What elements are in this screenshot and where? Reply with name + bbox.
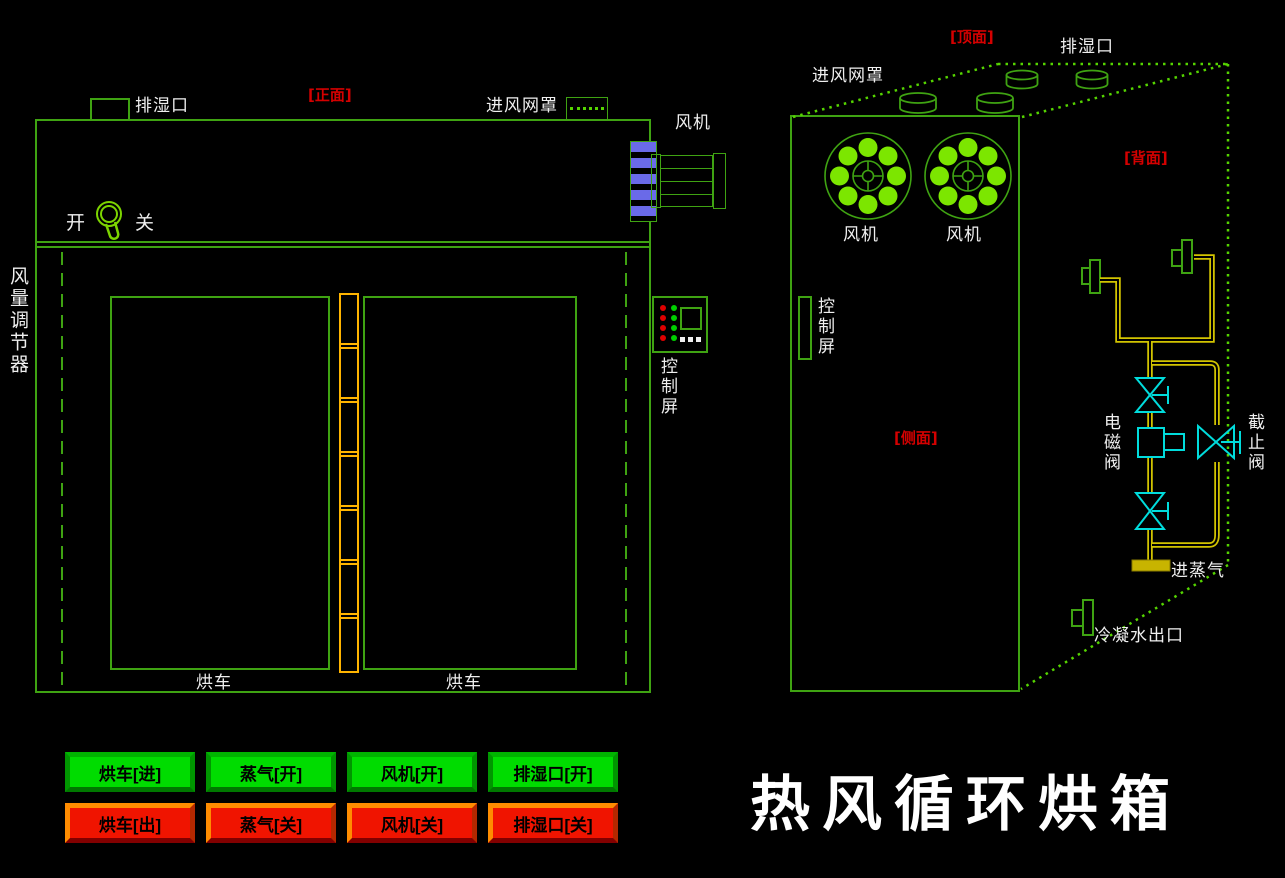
air-regulator-line-left xyxy=(61,252,63,690)
cart-left-label: 烘车 xyxy=(196,673,232,693)
steam-inlet-label: 进蒸气 xyxy=(1171,561,1225,581)
control-panel xyxy=(652,296,708,353)
top-view-label: [顶面] xyxy=(950,28,994,46)
front-inlet-mesh-box xyxy=(566,97,608,120)
panel-display xyxy=(680,307,702,330)
air-regulator-label: 风量调节器 xyxy=(7,266,29,376)
fan-off-button[interactable]: 风机[关] xyxy=(346,802,478,844)
rail-rung xyxy=(341,505,357,511)
panel-key xyxy=(680,337,685,342)
solenoid-valve-icon xyxy=(1133,377,1185,530)
side-panel xyxy=(790,115,1020,692)
front-view-label: [正面] xyxy=(308,86,352,104)
indicator-green xyxy=(671,315,677,321)
persp-inlet-mesh-label: 进风网罩 xyxy=(812,66,884,86)
front-exhaust-duct xyxy=(90,98,130,121)
exhaust-open-button[interactable]: 排湿口[开] xyxy=(487,751,619,793)
indicator-red xyxy=(660,315,666,321)
steam-on-button[interactable]: 蒸气[开] xyxy=(205,751,337,793)
front-exhaust-label: 排湿口 xyxy=(135,96,189,116)
indicator-red xyxy=(660,335,666,341)
steam-inlet-flange xyxy=(1131,559,1171,572)
switch-close-label: 关 xyxy=(135,212,156,234)
rail-rung xyxy=(341,397,357,403)
stop-valve-label: 截止阀 xyxy=(1244,413,1264,473)
indicator-green xyxy=(671,325,677,331)
persp-exhaust-label: 排湿口 xyxy=(1060,37,1114,57)
solenoid-valve-label: 电磁阀 xyxy=(1100,413,1120,473)
cart-in-button[interactable]: 烘车[进] xyxy=(64,751,196,793)
indicator-green xyxy=(671,305,677,311)
motor-body xyxy=(660,155,713,207)
front-inlet-mesh-label: 进风网罩 xyxy=(486,96,558,116)
front-fan-label: 风机 xyxy=(675,113,711,133)
rail-rung xyxy=(341,613,357,619)
motor-end-cap xyxy=(713,153,726,209)
switch-open-label: 开 xyxy=(66,212,87,234)
cart-right-label: 烘车 xyxy=(446,673,482,693)
cart-door-right xyxy=(363,296,577,670)
persp-fan-left-label: 风机 xyxy=(843,225,879,245)
front-control-screen-label: 控制屏 xyxy=(657,357,677,417)
panel-key xyxy=(696,337,701,342)
steam-pipes xyxy=(1100,254,1220,560)
header-divider xyxy=(35,241,651,248)
exhaust-close-button[interactable]: 排湿口[关] xyxy=(487,802,619,844)
persp-fan-right-label: 风机 xyxy=(946,225,982,245)
condensate-fitting-icon xyxy=(1071,599,1094,636)
exhaust-cylinder-icon xyxy=(899,69,1109,114)
back-view-label: [背面] xyxy=(1124,149,1168,167)
center-rail xyxy=(339,293,359,673)
indicator-red xyxy=(660,305,666,311)
rail-rung xyxy=(341,559,357,565)
side-control-screen-label: 控制屏 xyxy=(814,297,834,357)
side-view-label: [侧面] xyxy=(894,429,938,447)
rail-rung xyxy=(341,343,357,349)
indicator-red xyxy=(660,325,666,331)
steam-pipes-core xyxy=(1100,256,1218,560)
pipe-fitting-icon xyxy=(1081,239,1193,294)
steam-off-button[interactable]: 蒸气[关] xyxy=(205,802,337,844)
fan-on-button[interactable]: 风机[开] xyxy=(346,751,478,793)
rail-rung xyxy=(341,451,357,457)
cart-out-button[interactable]: 烘车[出] xyxy=(64,802,196,844)
panel-key xyxy=(688,337,693,342)
front-view-cabinet xyxy=(35,119,651,693)
stop-valve-icon xyxy=(1197,423,1241,461)
cart-door-left xyxy=(110,296,330,670)
indicator-green xyxy=(671,335,677,341)
condensate-outlet-label: 冷凝水出口 xyxy=(1094,626,1184,646)
air-regulator-line-right xyxy=(625,252,627,690)
side-control-screen xyxy=(798,296,812,360)
page-title: 热风循环烘箱 xyxy=(750,770,1182,840)
